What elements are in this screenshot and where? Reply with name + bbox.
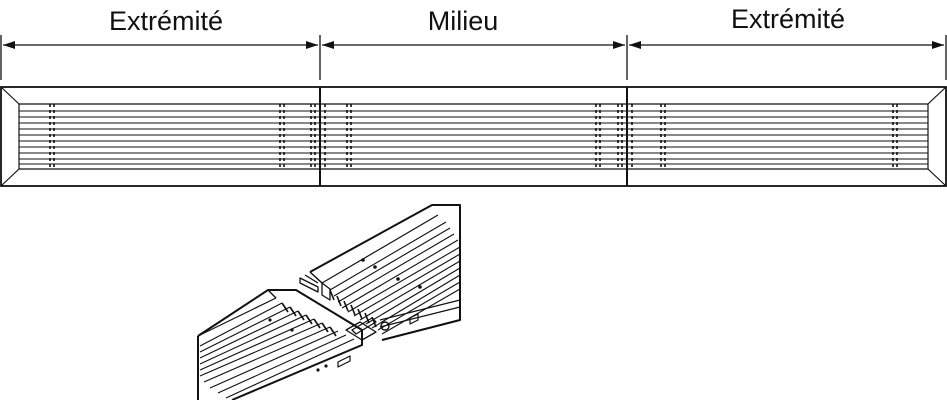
section-lower-left	[197, 289, 377, 400]
grille-elevation	[0, 86, 947, 187]
section-upper-right	[299, 204, 461, 341]
label-middle-section: Milieu	[428, 6, 499, 36]
joint-detail-illustration	[197, 204, 461, 400]
dimension-lines	[0, 35, 947, 80]
label-right-section: Extrémité	[731, 4, 845, 34]
label-left-section: Extrémité	[109, 6, 223, 36]
